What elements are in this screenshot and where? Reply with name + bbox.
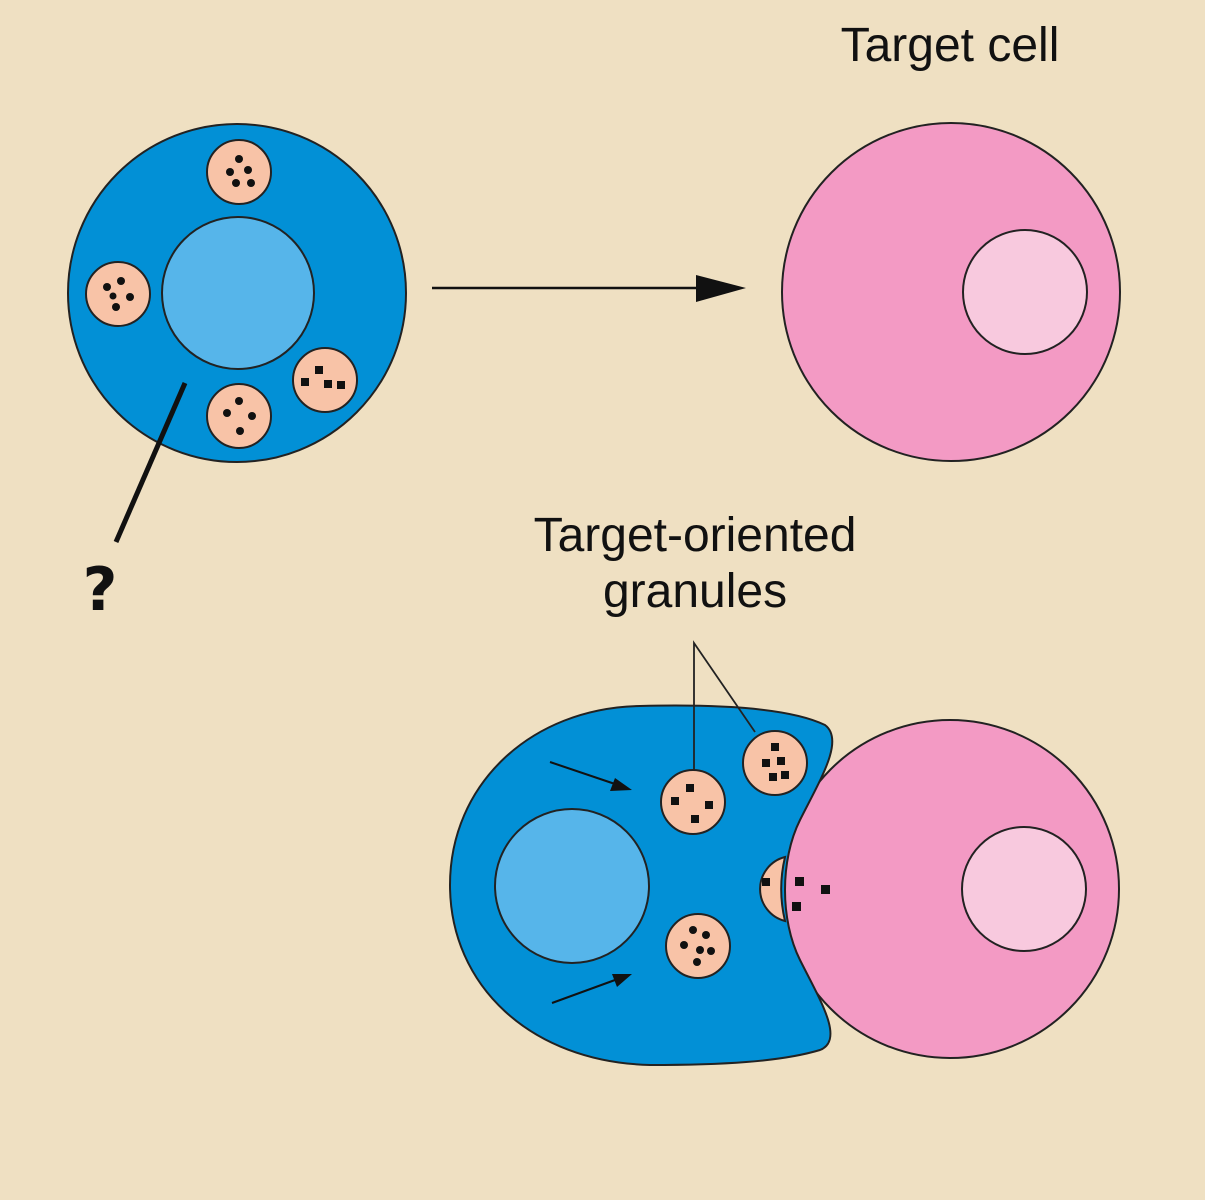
killer-cell-nucleus bbox=[494, 808, 650, 964]
granule bbox=[85, 261, 151, 327]
question-mark-label: ? bbox=[82, 555, 118, 625]
target-cell-label: Target cell bbox=[840, 19, 1060, 72]
killer-cell-nucleus bbox=[161, 216, 315, 370]
granule-fusing bbox=[759, 855, 787, 923]
granule bbox=[292, 347, 358, 413]
movement-arrow bbox=[549, 761, 632, 791]
granule bbox=[665, 913, 731, 979]
killer-cell-engaged bbox=[448, 704, 834, 1067]
question-pointer-line bbox=[113, 382, 188, 543]
granule-target-oriented bbox=[742, 730, 808, 796]
label-line-2: granules bbox=[602, 565, 788, 618]
approach-arrow bbox=[432, 275, 746, 302]
target-cell-engaged bbox=[780, 719, 1120, 1059]
label-line-1: Target-oriented bbox=[533, 509, 857, 562]
granule bbox=[206, 139, 272, 205]
released-granule-contents bbox=[792, 877, 830, 911]
target-cell bbox=[781, 122, 1121, 462]
killer-cell-resting bbox=[67, 123, 407, 543]
granule-leader-lines bbox=[693, 640, 756, 770]
movement-arrow bbox=[551, 974, 632, 1004]
target-cell-nucleus bbox=[961, 826, 1087, 952]
target-cell-nucleus bbox=[962, 229, 1088, 355]
granule bbox=[206, 383, 272, 449]
target-cell-cytoplasm bbox=[781, 122, 1121, 462]
granule-target-oriented bbox=[660, 769, 726, 835]
